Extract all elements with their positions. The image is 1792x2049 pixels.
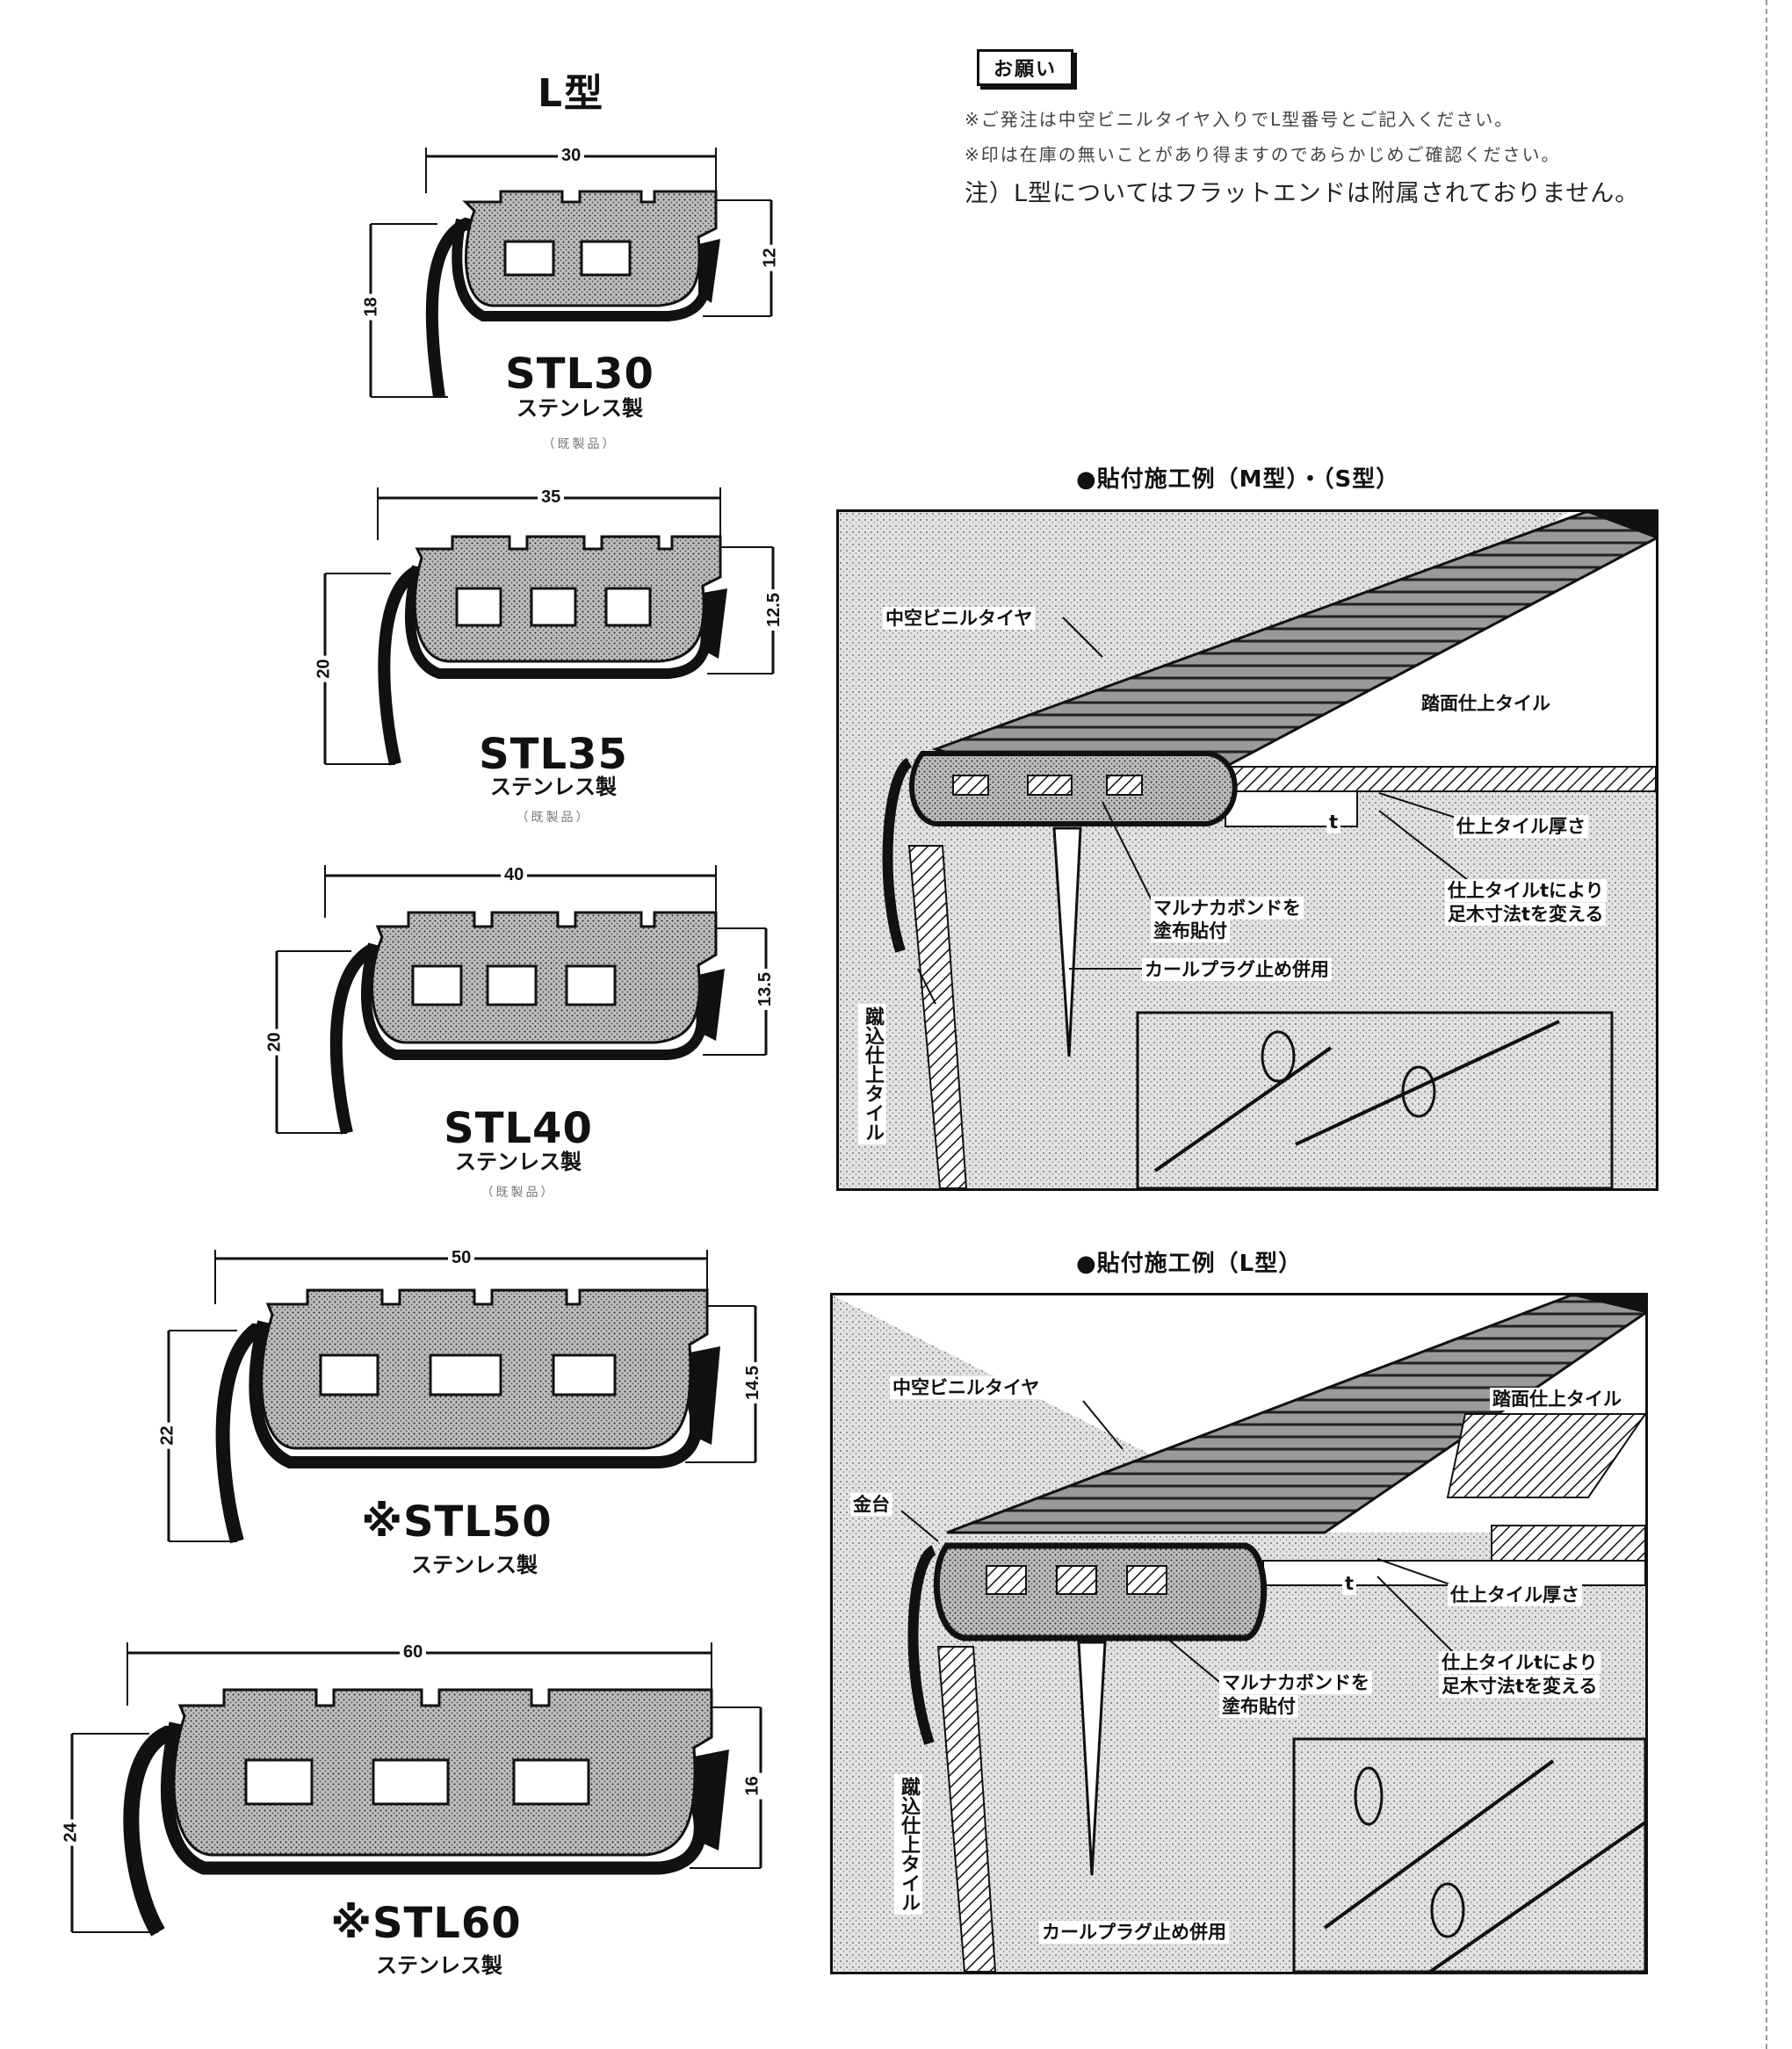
request-line-2: ※印は在庫の無いことがあり得ますのであらかじめご確認ください。 xyxy=(965,144,1561,165)
profile-stl35-drawing xyxy=(323,487,775,766)
profile-stl50-drawing xyxy=(167,1250,757,1544)
ms-label-plug: カールプラグ止め併用 xyxy=(1142,958,1332,982)
stl50-height-right-dim: 14.5 xyxy=(742,1362,763,1403)
stl35-height-left-dim: 20 xyxy=(314,655,335,682)
profile-stl60-drawing xyxy=(70,1642,762,1937)
stl35-height-right-dim: 12.5 xyxy=(763,589,784,631)
l-label-tile-thickness: 仕上タイル厚さ xyxy=(1448,1584,1582,1607)
example-l-drawing xyxy=(833,1295,1645,1972)
ms-label-tire: 中空ビニルタイヤ xyxy=(883,607,1036,631)
stl40-width-dim: 40 xyxy=(501,865,528,885)
stl35-note: （既製品） xyxy=(516,811,591,825)
stl50-height-left-dim: 22 xyxy=(157,1422,178,1449)
l-label-adjust2: 足木寸法tを変える xyxy=(1439,1675,1601,1699)
profile-stl40-drawing xyxy=(275,865,768,1135)
profile-stl30-drawing xyxy=(369,148,773,398)
stl30-material: ステンレス製 xyxy=(517,396,643,421)
profile-stl60: 60 24 16 xyxy=(53,1635,782,1952)
request-line-1: ※ご発注は中空ビニルタイヤ入りでL型番号とご記入ください。 xyxy=(965,109,1514,130)
request-line-3: 注）L型についてはフラットエンドは附属されておりません。 xyxy=(965,180,1640,207)
stl50-model-name: ※STL50 xyxy=(361,1497,553,1547)
stl40-note: （既製品） xyxy=(481,1186,556,1200)
ms-label-bond: マルナカボンドを xyxy=(1151,897,1304,920)
profile-stl40: 40 20 13.5 STL40 xyxy=(255,856,782,1155)
ms-label-tile-thickness: 仕上タイル厚さ xyxy=(1454,815,1588,839)
page-edge-rule xyxy=(1766,0,1768,2049)
stl35-material: ステンレス製 xyxy=(490,775,617,799)
l-label-base: 金台 xyxy=(850,1493,892,1517)
stl30-note: （既製品） xyxy=(542,437,618,451)
stl40-model-name: STL40 xyxy=(444,1104,593,1153)
stl30-height-right-dim: 12 xyxy=(760,244,781,271)
ms-label-riser: 蹴込仕上タイル xyxy=(858,1004,886,1144)
ms-label-adjust: 仕上タイルtにより xyxy=(1445,879,1607,903)
l-label-riser: 蹴込仕上タイル xyxy=(894,1774,922,1915)
stl40-material: ステンレス製 xyxy=(455,1150,582,1174)
l-label-tread-tile: 踏面仕上タイル xyxy=(1490,1388,1624,1411)
section-title: L型 xyxy=(538,71,605,116)
stl60-height-right-dim: 16 xyxy=(742,1772,763,1800)
stl30-width-dim: 30 xyxy=(558,146,585,166)
stl60-model-name: ※STL60 xyxy=(330,1899,522,1948)
stl30-height-left-dim: 18 xyxy=(361,293,382,321)
stl60-width-dim: 60 xyxy=(400,1642,427,1663)
example-ms-title: ●貼付施工例（M型）・（S型） xyxy=(1076,466,1400,493)
stl35-width-dim: 35 xyxy=(538,487,565,508)
l-label-tire: 中空ビニルタイヤ xyxy=(890,1376,1043,1400)
l-label-bond2: 塗布貼付 xyxy=(1219,1695,1298,1719)
profile-stl30: 30 18 12 STL30 xyxy=(351,141,791,413)
l-label-plug: カールプラグ止め併用 xyxy=(1039,1921,1229,1944)
ms-label-bond2: 塗布貼付 xyxy=(1151,920,1230,943)
stl35-model-name: STL35 xyxy=(479,730,628,779)
stl50-material: ステンレス製 xyxy=(411,1553,538,1577)
ms-label-t: t xyxy=(1326,811,1341,834)
example-l-figure: 中空ビニルタイヤ 踏面仕上タイル 金台 t 仕上タイル厚さ 仕上タイルtにより … xyxy=(830,1293,1648,1974)
l-label-bond: マルナカボンドを xyxy=(1219,1671,1372,1695)
stl40-height-left-dim: 20 xyxy=(264,1028,285,1056)
example-l-title: ●貼付施工例（L型） xyxy=(1076,1251,1303,1277)
profile-stl50: 50 22 14.5 xyxy=(149,1243,782,1550)
ms-label-tread-tile: 踏面仕上タイル xyxy=(1419,692,1553,716)
stl60-material: ステンレス製 xyxy=(376,1953,502,1978)
l-label-t: t xyxy=(1342,1572,1357,1596)
stl40-height-right-dim: 13.5 xyxy=(755,969,776,1010)
stl30-model-name: STL30 xyxy=(505,350,654,399)
request-badge: お願い xyxy=(977,49,1074,86)
stl50-width-dim: 50 xyxy=(448,1248,475,1268)
example-ms-figure: 中空ビニルタイヤ 踏面仕上タイル t 仕上タイル厚さ 仕上タイルtにより 足木寸… xyxy=(836,509,1658,1191)
ms-label-adjust2: 足木寸法tを変える xyxy=(1445,903,1607,927)
profile-stl35: 35 20 12.5 STL35 xyxy=(307,479,799,779)
l-label-adjust: 仕上タイルtにより xyxy=(1439,1651,1601,1675)
stl60-height-left-dim: 24 xyxy=(61,1819,82,1846)
